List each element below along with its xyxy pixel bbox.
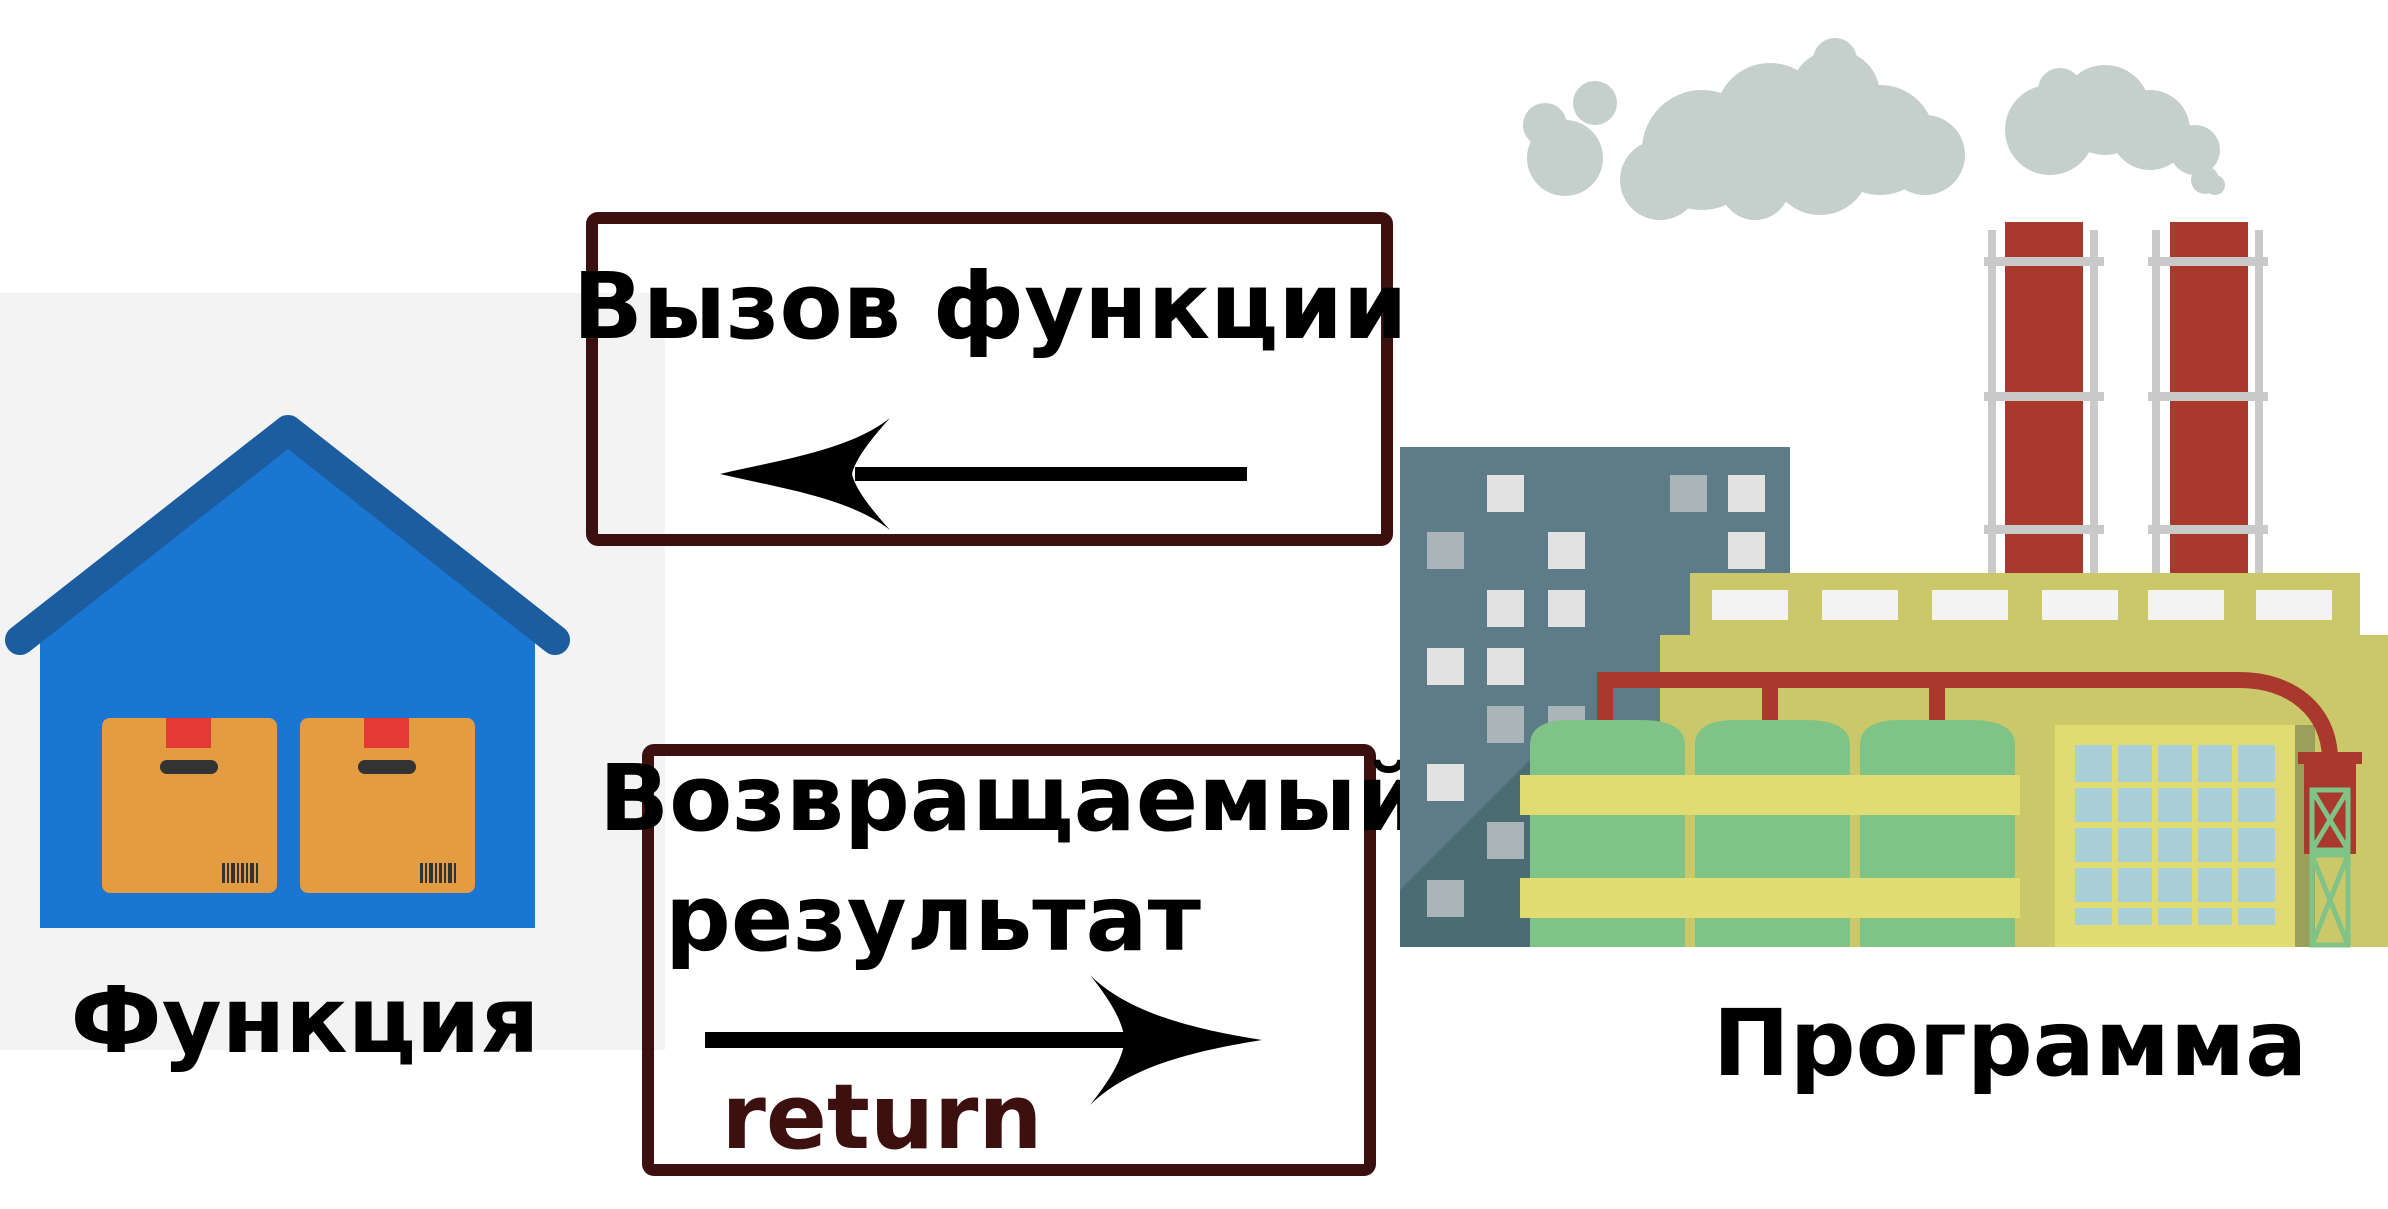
program-label: Программа: [1713, 990, 2308, 1097]
return-label-line1: Возвращаемый: [599, 745, 1421, 852]
warehouse-house-icon: [5, 415, 570, 928]
return-box: Возвращаемый результат return: [599, 744, 1421, 1176]
factory-icon: [1400, 38, 2388, 948]
call-box: Вызов функции: [573, 212, 1408, 546]
return-keyword: return: [722, 1065, 1043, 1170]
return-label-line2: результат: [665, 865, 1201, 972]
right-arrow-icon: [705, 975, 1262, 1105]
left-arrow-icon: [720, 418, 1247, 530]
function-label: Функция: [71, 967, 540, 1074]
call-label: Вызов функции: [573, 253, 1408, 360]
